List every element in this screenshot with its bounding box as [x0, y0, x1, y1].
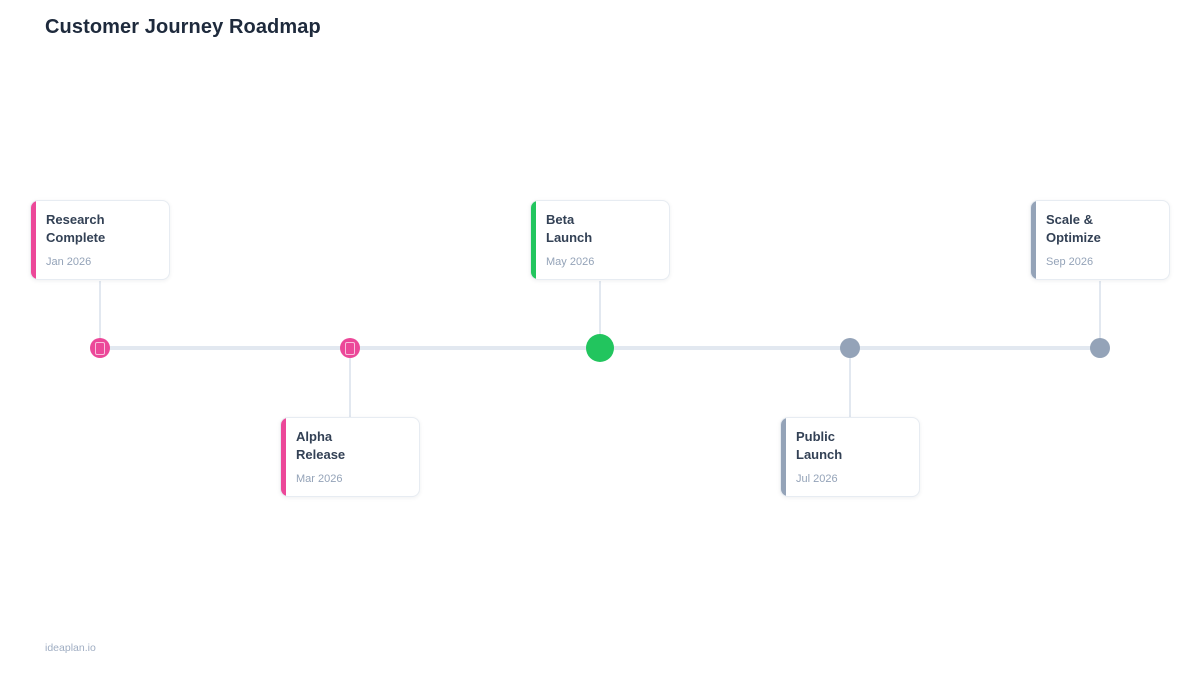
milestone-card-body: Research Complete Jan 2026	[46, 211, 159, 268]
milestone-card-body: Alpha Release Mar 2026	[296, 428, 409, 485]
missing-glyph-icon	[345, 341, 355, 355]
milestone-card[interactable]: Scale & Optimize Sep 2026	[1030, 200, 1170, 280]
milestone-date: Jul 2026	[796, 473, 838, 485]
milestone-accent-bar	[531, 201, 536, 279]
milestone-dot[interactable]	[90, 338, 110, 358]
milestone-accent-bar	[31, 201, 36, 279]
milestone-card[interactable]: Research Complete Jan 2026	[30, 200, 170, 280]
milestone-card-body: Scale & Optimize Sep 2026	[1046, 211, 1159, 268]
milestone-title: Research Complete	[46, 212, 106, 245]
milestone-date: Sep 2026	[1046, 256, 1094, 268]
milestone-date: Jan 2026	[46, 256, 92, 268]
milestone-dot[interactable]	[586, 334, 614, 362]
milestone-dot[interactable]	[840, 338, 860, 358]
milestone-connector-line	[849, 348, 851, 417]
milestone-date: Mar 2026	[296, 473, 343, 485]
milestone-connector-line	[599, 281, 601, 348]
milestone-title: Scale & Optimize	[1046, 212, 1101, 245]
milestone-connector-line	[349, 348, 351, 417]
watermark-brand: ideaplan.io	[45, 642, 96, 654]
milestone-dot[interactable]	[340, 338, 360, 358]
missing-glyph-icon	[95, 341, 105, 355]
page-title: Customer Journey Roadmap	[45, 16, 321, 38]
milestone-connector-line	[1099, 281, 1101, 348]
milestone-card[interactable]: Beta Launch May 2026	[530, 200, 670, 280]
milestone-dot[interactable]	[1090, 338, 1110, 358]
milestone-card-body: Public Launch Jul 2026	[796, 428, 909, 485]
milestone-accent-bar	[1031, 201, 1036, 279]
milestone-date: May 2026	[546, 256, 595, 268]
milestone-title: Beta Launch	[546, 212, 593, 245]
milestone-title: Alpha Release	[296, 429, 346, 462]
milestone-title: Public Launch	[796, 429, 843, 462]
milestone-card[interactable]: Alpha Release Mar 2026	[280, 417, 420, 497]
milestone-accent-bar	[781, 418, 786, 496]
milestone-accent-bar	[281, 418, 286, 496]
milestone-card[interactable]: Public Launch Jul 2026	[780, 417, 920, 497]
milestone-card-body: Beta Launch May 2026	[546, 211, 659, 268]
milestone-connector-line	[99, 281, 101, 348]
